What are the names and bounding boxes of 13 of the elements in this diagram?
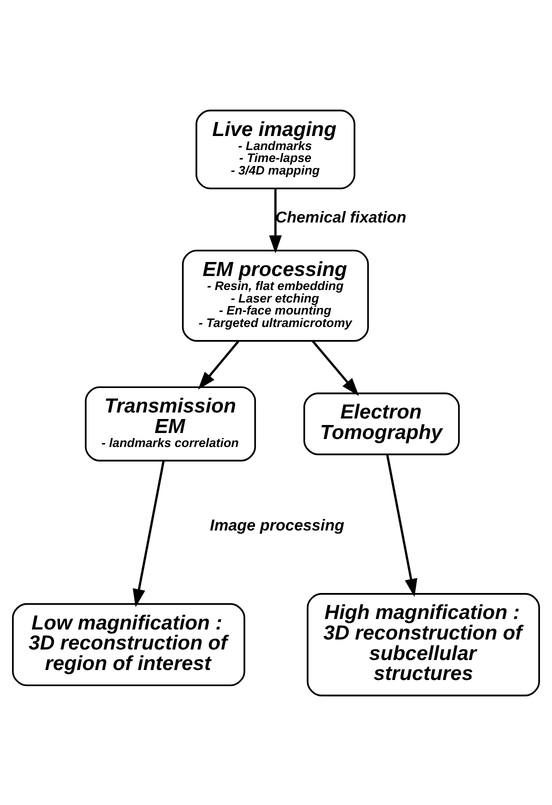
arrow [198,340,240,390]
node-box: Low magnification : 3D reconstruction of region of interest [12,602,246,686]
arrow [132,460,165,607]
node-box: Live imaging - Landmarks - Time-lapse - 3/4D mapping [196,109,356,189]
arrow [269,188,282,253]
arrow [312,340,359,396]
arrow [386,454,418,597]
node-box: Electron Tomography [303,392,460,455]
edge-label: Chemical fixation [275,209,406,226]
node-box: EM processing - Resin, flat embedding - Laser etching - En-face mounting - Targeted ultramicrotomy [182,249,369,342]
node-box: Transmission EM - landmarks correlation [84,386,256,461]
label: Image processing [210,516,344,534]
node-box: High magnification : 3D reconstruction of subcellular structures [306,592,540,696]
